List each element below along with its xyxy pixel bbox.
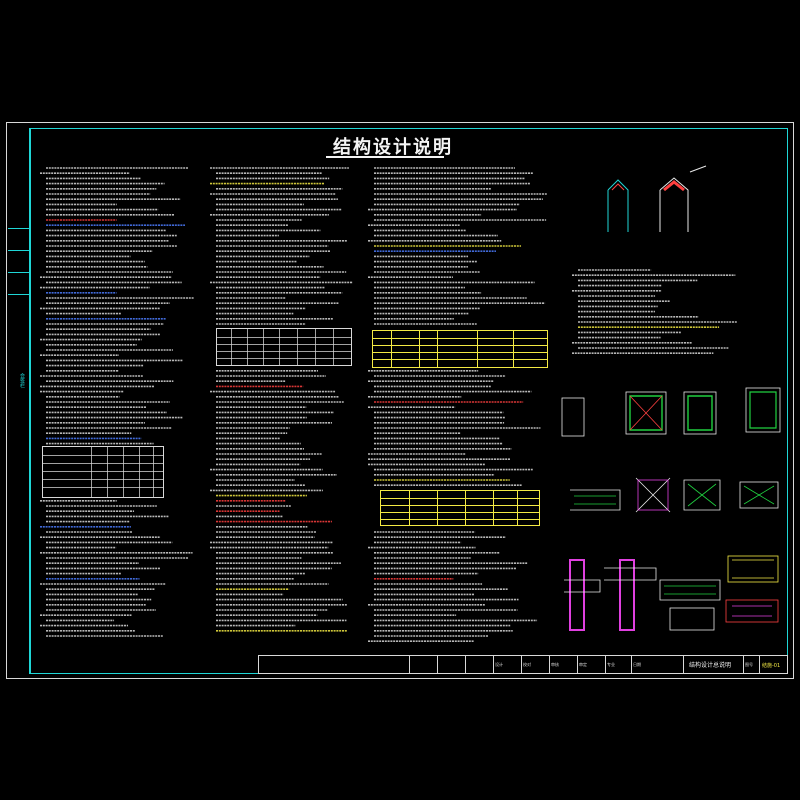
detail-drawings — [561, 165, 781, 631]
tb-label-review: 审核 — [551, 662, 559, 667]
sidebar-divider — [8, 272, 29, 273]
sign-off-sidebar: 会签栏 — [8, 128, 30, 674]
sidebar-label: 会签栏 — [19, 373, 25, 388]
steel-table — [372, 330, 548, 368]
load-table — [42, 446, 164, 498]
tb-label-drawing-no: 图号 — [745, 662, 753, 667]
bend-detail-1 — [607, 165, 707, 232]
tb-label-discipline: 专业 — [607, 662, 615, 667]
title-underline — [326, 156, 444, 158]
sidebar-divider — [8, 294, 29, 295]
notes-column-2 — [210, 167, 353, 632]
material-table — [216, 328, 352, 366]
drawing-name: 结构设计总说明 — [689, 662, 732, 669]
notes-column-1 — [40, 167, 194, 637]
sidebar-divider — [8, 250, 29, 251]
title-block: 设计 校对 审核 审定 专业 日期 结构设计总说明 图号 结施-01 — [258, 655, 788, 674]
tb-label-design: 设计 — [495, 662, 503, 667]
joint-detail-row — [570, 477, 779, 513]
beam-column-detail-row — [561, 387, 781, 437]
page-title: 结构设计说明 — [333, 137, 453, 158]
drawing-number: 结施-01 — [762, 663, 781, 669]
sidebar-divider — [8, 228, 29, 229]
outer-frame — [6, 122, 794, 679]
tb-label-check: 校对 — [523, 662, 531, 667]
notes-column-3 — [368, 167, 547, 643]
tb-label-date: 日期 — [633, 662, 641, 667]
tb-label-approve: 审定 — [579, 662, 587, 667]
column-section-row — [564, 555, 779, 631]
anchorage-table — [380, 490, 540, 526]
